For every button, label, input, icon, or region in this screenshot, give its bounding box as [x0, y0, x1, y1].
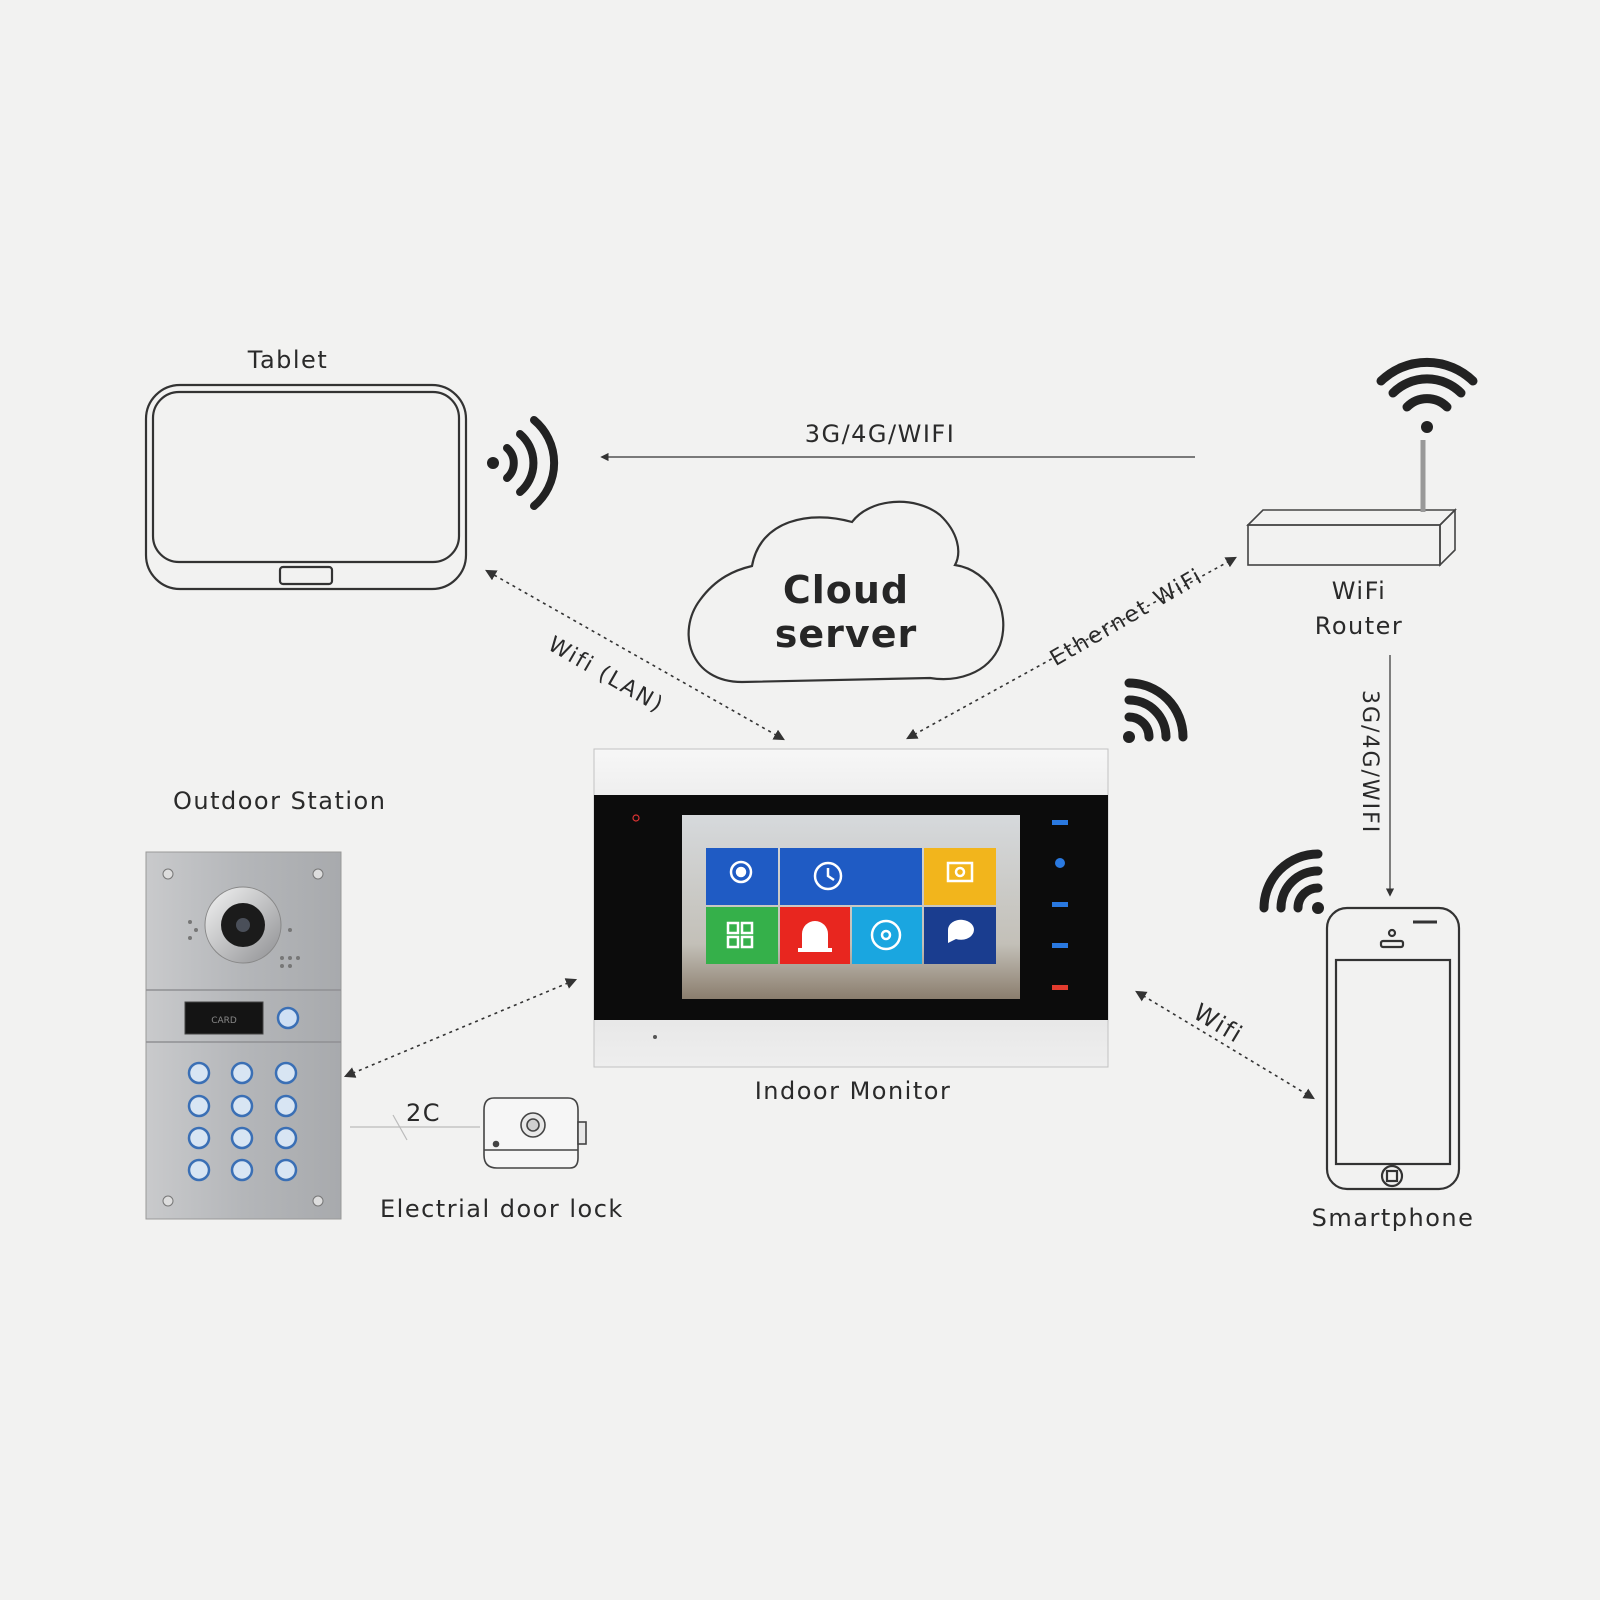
smartphone-label: Smartphone [1311, 1204, 1475, 1232]
wifi-router-device [1246, 440, 1457, 567]
monitor-side-buttons [1052, 820, 1068, 990]
tile-clock [780, 848, 922, 905]
wifi-signal-icon-monitor [1123, 678, 1188, 743]
wifi-router-label: WiFi Router [1315, 574, 1404, 644]
outdoor-station-device: CARD [145, 851, 342, 1220]
line-tablet-monitor [485, 569, 785, 741]
tablet-label: Tablet [247, 346, 329, 374]
wifi-signal-icon-phone [1259, 849, 1324, 914]
connection-lines [343, 452, 1395, 1141]
clock-icon [813, 861, 843, 891]
cloud-label-line1: Cloud [782, 568, 910, 612]
indoor-monitor-label: Indoor Monitor [754, 1077, 952, 1105]
gear-icon [729, 860, 753, 884]
line-monitor-phone [1135, 990, 1315, 1100]
call-button [276, 1006, 300, 1030]
router-phone-connection-label: 3G/4G/WIFI [1357, 690, 1382, 835]
speaker-grille [188, 920, 300, 968]
line-station-monitor [343, 978, 578, 1078]
smartphone-device [1325, 906, 1461, 1191]
tile-apps [706, 907, 778, 964]
card-reader-label: CARD [211, 1016, 237, 1026]
keypad [187, 1061, 298, 1182]
cloud-label-line2: server [774, 612, 918, 656]
grid-icon [726, 921, 740, 935]
wifi-icon [1376, 357, 1478, 433]
tablet-router-connection-label: 3G/4G/WIFI [804, 420, 956, 448]
router-label-line2: Router [1314, 612, 1404, 640]
door-lock-label: Electrial door lock [380, 1195, 624, 1223]
chat-icon [947, 919, 974, 943]
router-label-line1: WiFi [1331, 577, 1387, 605]
photo-icon [946, 861, 974, 883]
wifi-signal-icon [487, 416, 559, 510]
cloud-server-label: Cloud server [775, 568, 917, 656]
tablet-device [144, 383, 468, 591]
alarm-icon [802, 921, 828, 948]
cloud-shape [687, 500, 1005, 684]
door-lock-device [483, 1097, 587, 1169]
station-lock-connection-label: 2C [406, 1099, 442, 1127]
outdoor-station-label: Outdoor Station [173, 787, 387, 815]
indoor-monitor-device [593, 748, 1109, 1068]
film-icon [870, 919, 902, 951]
tile-video [852, 907, 922, 964]
